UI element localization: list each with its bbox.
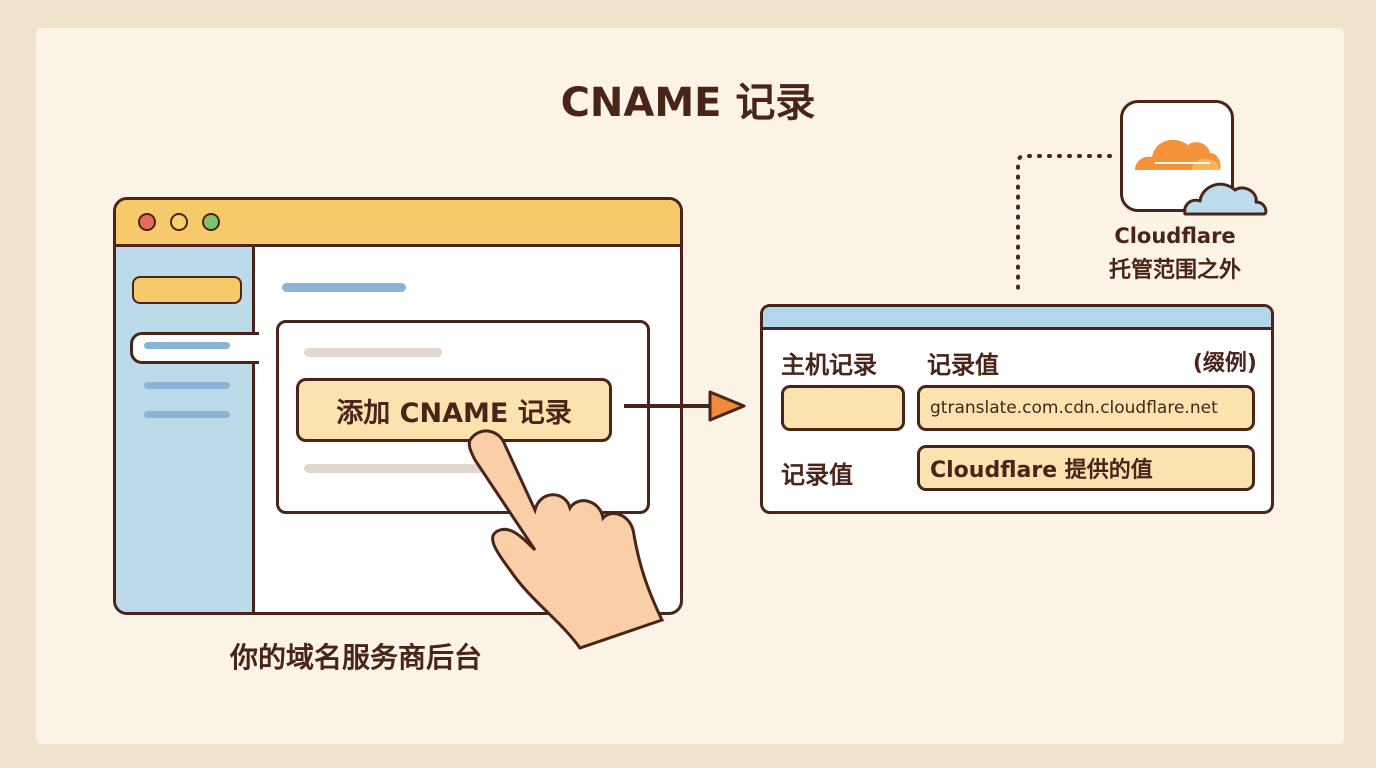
example-tag: (缀例) xyxy=(1192,351,1257,376)
sidebar-item[interactable] xyxy=(144,382,230,389)
pointing-hand-icon xyxy=(467,429,665,650)
dotted-connector xyxy=(1016,154,1112,292)
cloudflare-note: 托管范围之外 xyxy=(1108,258,1241,283)
registrar-caption: 你的域名服务商后台 xyxy=(230,641,483,674)
panel-header xyxy=(763,307,1271,330)
sidebar-item[interactable] xyxy=(144,411,230,418)
sidebar-item-line xyxy=(144,342,230,349)
record-value-header: 记录值 xyxy=(927,351,999,379)
cloudflare-cloud-icon xyxy=(1135,139,1221,170)
maximize-dot-icon xyxy=(202,213,220,231)
host-record-header: 主机记录 xyxy=(781,351,877,379)
text-placeholder xyxy=(304,464,482,473)
close-dot-icon xyxy=(138,213,156,231)
record-value-input[interactable]: gtranslate.com.cdn.cloudflare.net xyxy=(917,385,1255,431)
window-titlebar xyxy=(116,200,680,247)
minimize-dot-icon xyxy=(170,213,188,231)
blue-cloud-icon xyxy=(1183,182,1268,216)
cloudflare-label: Cloudflare xyxy=(1114,224,1236,248)
sidebar-item-active[interactable] xyxy=(132,276,242,304)
record-value-label: 记录值 xyxy=(781,461,853,489)
page-title: CNAME 记录 xyxy=(560,80,816,126)
cloudflare-value-input[interactable]: Cloudflare 提供的值 xyxy=(917,445,1255,491)
text-placeholder xyxy=(304,348,442,357)
host-record-input[interactable] xyxy=(781,385,905,431)
arrow-icon xyxy=(624,390,746,422)
dns-record-panel: 主机记录 记录值 (缀例) gtranslate.com.cdn.cloudfl… xyxy=(760,304,1274,514)
sidebar xyxy=(116,247,255,612)
heading-placeholder xyxy=(282,283,406,292)
add-cname-button[interactable]: 添加 CNAME 记录 xyxy=(296,378,612,442)
